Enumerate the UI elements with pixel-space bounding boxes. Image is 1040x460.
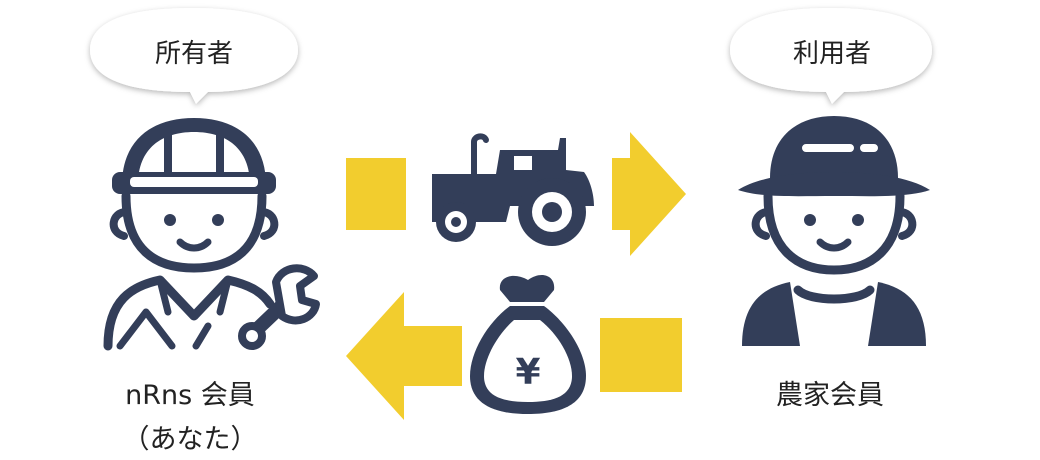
owner-speech-bubble: 所有者 [90, 8, 298, 104]
yen-money-bag-icon: ¥ [470, 275, 586, 414]
owner-caption-line1: nRns 会員 [125, 380, 255, 411]
user-role-label: 利用者 [793, 39, 871, 69]
owner-caption-line2: （あなた） [123, 424, 258, 455]
user-caption: 農家会員 [776, 380, 884, 411]
farmer-with-hat-icon [738, 116, 930, 346]
lend-flow-arrow [346, 132, 686, 256]
mechanic-with-wrench-icon [103, 118, 320, 351]
owner-role-label: 所有者 [155, 39, 233, 69]
user-speech-bubble: 利用者 [730, 8, 932, 104]
pay-flow-arrow [346, 292, 682, 420]
yen-symbol: ¥ [515, 352, 540, 393]
tractor-icon [432, 133, 594, 246]
